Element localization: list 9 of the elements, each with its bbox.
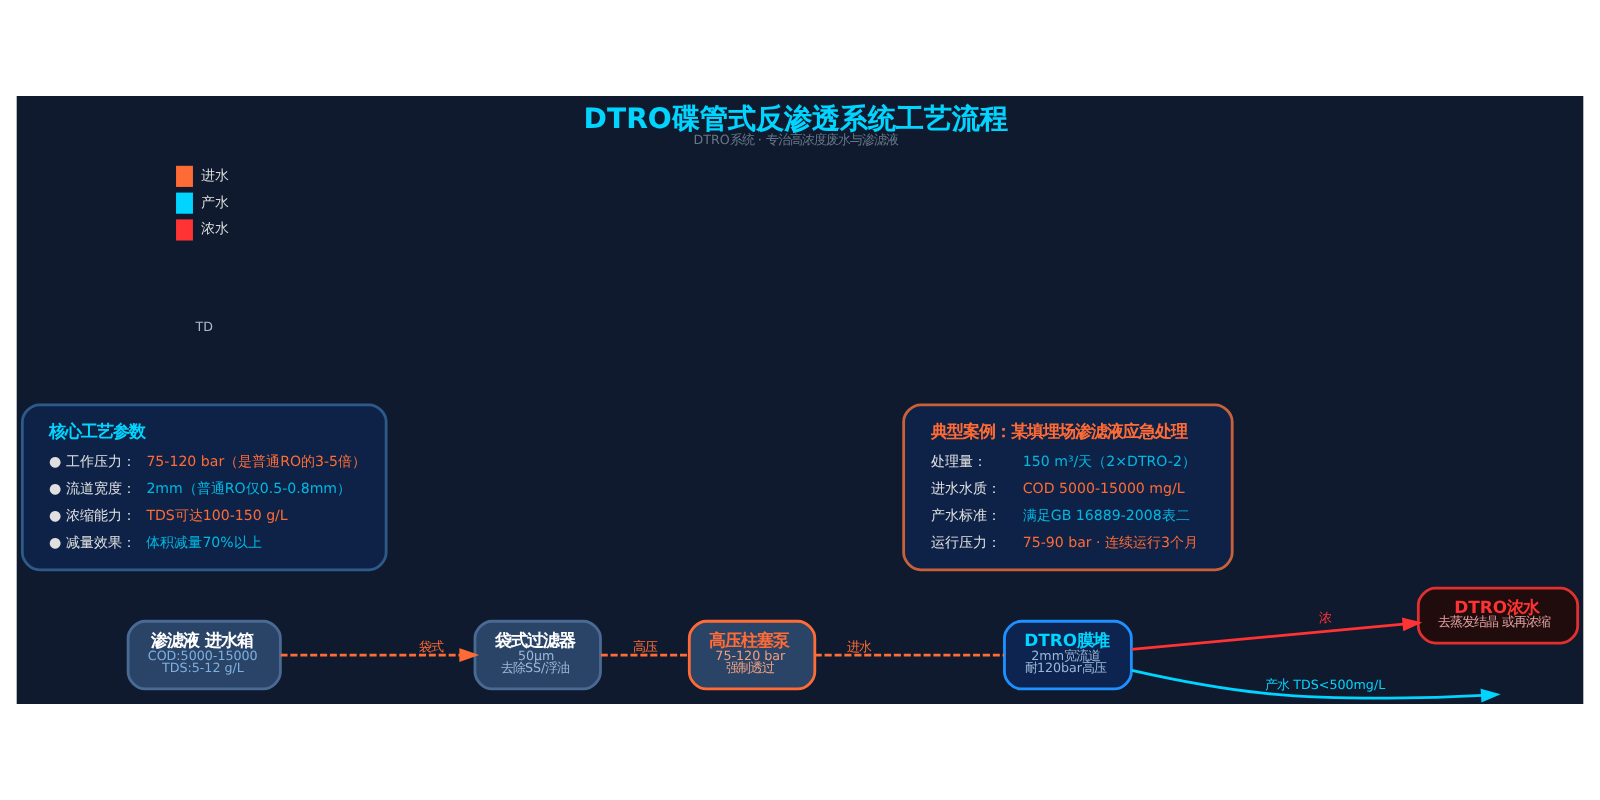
arrow [1131,617,1423,651]
node-box: 典型案例：某填埋场渗滤液应急处理 处理量： 150 m³/天（2×DTRO-2） 进水水质： COD 5000-15000 mg/L 产水标准： 满足GB 16889-2008表二 运行压力： 75-90 bar · 连续运行3个月 [902,403,1234,572]
node-box: 核心工艺参数 ● 工作压力： 75-120 bar（是普通RO的3-5倍） ● 流道宽度： 2mm（普通RO仅0.5-0.8mm） ● 浓缩能力： TDS可达100-150 g/L ● 减量效果： 体积减量70%以上 [20,403,388,572]
legend-label: 浓水 [201,219,230,238]
arrow [280,648,480,662]
connector [600,653,690,657]
legend-label: 产水 [201,192,230,211]
connector [814,653,1005,657]
legend-label: 进水 [201,165,230,184]
